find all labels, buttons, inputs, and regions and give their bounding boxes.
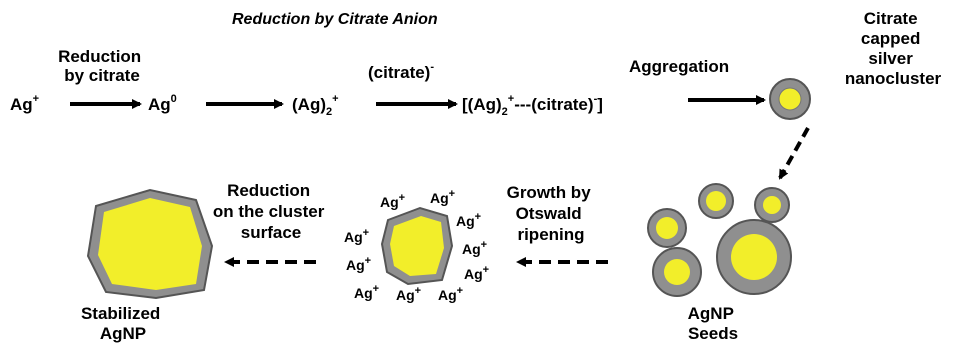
ag2-citrate-complex: [(Ag)2+---(citrate)-] [462, 93, 603, 118]
aggregation-label: Aggregation [629, 57, 729, 76]
ag-ion: Ag+ [438, 285, 463, 303]
ag-ion: Ag+ [396, 285, 421, 303]
citrate-reagent-label: (citrate)- [368, 61, 434, 82]
reduction-by-citrate-label: Reduction by citrate [58, 47, 146, 85]
ag-ion: Ag+ [456, 211, 481, 229]
nanocluster-label: Citrate capped silver nanocluster [845, 9, 942, 88]
ag-ion: Ag+ [464, 264, 489, 282]
ag2-plus-species: (Ag)2+ [292, 93, 339, 118]
ag-ion: Ag+ [346, 255, 371, 273]
ag-ion: Ag+ [344, 227, 369, 245]
ag-ion: Ag+ [462, 239, 487, 257]
citrate-capped-nanocluster [769, 78, 811, 120]
arrow-seed-formation [778, 127, 810, 180]
ag-ion: Ag+ [380, 192, 405, 210]
agnp-seeds [647, 183, 792, 297]
diagram-title: Reduction by Citrate Anion [232, 11, 438, 28]
surface-reduction-label: Reduction on the cluster surface [213, 181, 329, 242]
ag-ion-start: Ag+ [10, 93, 39, 114]
stabilized-agnp-label: Stabilized AgNP [81, 304, 165, 343]
growing-cluster [380, 206, 454, 286]
silver-ions: Ag+ Ag+ Ag+ Ag+ Ag+ Ag+ Ag+ Ag+ Ag+ Ag+ [344, 188, 489, 303]
ag-ion: Ag+ [430, 188, 455, 206]
stabilized-agnp [86, 188, 214, 300]
ag0-species: Ag0 [148, 93, 177, 114]
ag-ion: Ag+ [354, 283, 379, 301]
growth-label: Growth by Otswald ripening [507, 183, 596, 244]
agnp-seeds-label: AgNP Seeds [688, 304, 739, 343]
